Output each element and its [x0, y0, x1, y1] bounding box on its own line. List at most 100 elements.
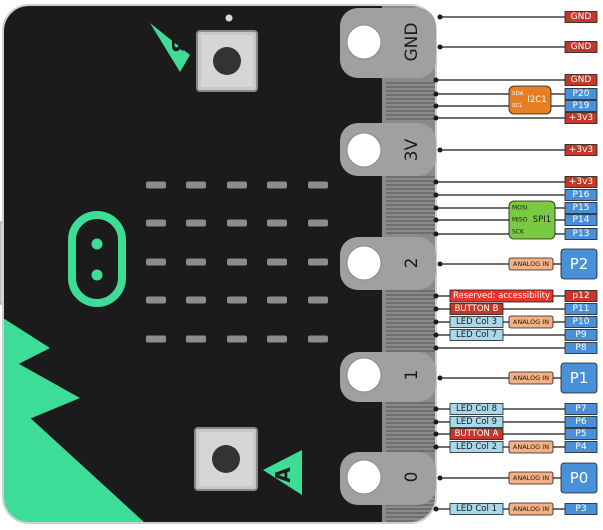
analog-in-tag-text: ANALOG IN	[513, 443, 549, 451]
connector-finger	[386, 98, 436, 100]
gnd-badge: GND	[564, 74, 598, 86]
p4-badge-text: P4	[575, 442, 586, 452]
leader-dot	[433, 293, 439, 299]
v33-badge-text: +3v3	[569, 113, 593, 123]
connector-finger	[386, 180, 436, 182]
p2-big-badge-text: P2	[570, 255, 589, 273]
p12-badge-text: p12	[572, 291, 589, 301]
pad-p0[interactable]: 0	[340, 452, 436, 505]
pad-p1-label: 1	[402, 370, 422, 381]
reserved-accessibility-label-text: Reserved: accessibility	[453, 291, 550, 301]
connector-finger	[386, 298, 436, 300]
p3-badge-text: P3	[575, 504, 586, 514]
gnd-badge: GND	[564, 11, 598, 23]
pin-labels: GNDGNDGNDP20P19+3v3+3v3+3v3P16P15P14P13p…	[449, 11, 598, 516]
led	[308, 219, 328, 227]
p4-badge: P4	[564, 441, 598, 453]
p20-badge-text: P20	[573, 89, 590, 99]
edge-pads: GND 3V 2 1 0	[340, 8, 436, 505]
connector-finger	[386, 434, 436, 436]
connector-finger	[386, 204, 436, 206]
v33-badge-text: +3v3	[569, 177, 593, 187]
leader-dot	[437, 261, 443, 267]
pad-p1[interactable]: 1	[340, 352, 436, 402]
pad-p2[interactable]: 2	[340, 237, 436, 290]
leader-dot	[433, 306, 439, 312]
p3-badge: P3	[564, 503, 598, 515]
led	[146, 181, 166, 189]
connector-finger	[386, 430, 436, 432]
pad-gnd[interactable]: GND	[340, 8, 436, 78]
connector-finger	[386, 338, 436, 340]
button-b-label-marker: B	[150, 23, 191, 72]
leader-dot	[433, 115, 439, 121]
connector-finger	[386, 110, 436, 112]
p0-big-badge-text: P0	[570, 469, 589, 487]
p14-badge: P14	[564, 214, 598, 226]
led	[227, 296, 247, 304]
led	[308, 258, 328, 266]
analog-in-tag: ANALOG IN	[508, 502, 554, 516]
led	[186, 335, 206, 343]
led	[267, 335, 287, 343]
v33-badge: +3v3	[564, 112, 598, 124]
p10-badge-text: P10	[573, 317, 590, 327]
leader-dot	[433, 205, 439, 211]
p19-badge: P19	[564, 100, 598, 112]
led	[146, 258, 166, 266]
spi-sck-label: SCK	[512, 229, 525, 236]
led-col-3-label: LED Col 3	[449, 316, 504, 328]
led-col-1-label-text: LED Col 1	[456, 504, 497, 514]
led-col-8-label: LED Col 8	[449, 403, 504, 415]
connector-finger	[386, 342, 436, 344]
analog-in-tag-text: ANALOG IN	[513, 374, 549, 382]
button-a-label-marker: A	[263, 450, 302, 495]
leader-dot	[437, 375, 443, 381]
p6-badge: P6	[564, 416, 598, 428]
p0-big-badge: P0	[560, 462, 598, 494]
connector-finger	[386, 192, 436, 194]
led-col-7-label: LED Col 7	[449, 329, 504, 341]
leader-dot	[433, 431, 439, 437]
connector-finger	[386, 216, 436, 218]
button-a-function-label: BUTTON A	[449, 428, 504, 440]
spi-miso-label: MISO	[512, 217, 528, 224]
led	[267, 219, 287, 227]
p15-badge: P15	[564, 202, 598, 214]
led	[186, 219, 206, 227]
analog-in-tag: ANALOG IN	[508, 371, 554, 385]
led	[308, 335, 328, 343]
button-a[interactable]	[194, 427, 258, 491]
pad-gnd-label: GND	[402, 23, 422, 62]
leader-dot	[433, 444, 439, 450]
p20-badge: P20	[564, 88, 598, 100]
leader-dot	[433, 231, 439, 237]
led	[146, 219, 166, 227]
connector-finger	[386, 302, 436, 304]
leader-dot	[433, 103, 439, 109]
p12-badge: p12	[564, 290, 598, 302]
leader-dot	[433, 419, 439, 425]
p13-badge: P13	[564, 228, 598, 240]
gnd-badge-text: GND	[571, 12, 592, 22]
connector-finger	[386, 516, 436, 518]
connector-finger	[386, 446, 436, 448]
led	[267, 296, 287, 304]
i2c-scl-label: SCL	[512, 103, 523, 109]
reserved-accessibility-label: Reserved: accessibility	[449, 289, 554, 303]
p9-badge-text: P9	[575, 330, 586, 340]
button-b[interactable]	[196, 30, 258, 92]
p1-big-badge-text: P1	[570, 369, 589, 387]
led-matrix	[146, 181, 328, 343]
p9-badge: P9	[564, 329, 598, 341]
leader-dot	[437, 147, 443, 153]
led	[186, 258, 206, 266]
p5-badge-text: P5	[575, 429, 586, 439]
connector-finger	[386, 106, 436, 108]
pad-3v[interactable]: 3V	[340, 123, 436, 176]
connector-finger	[386, 422, 436, 424]
led-col-1-label: LED Col 1	[449, 503, 504, 515]
connector-finger	[386, 346, 436, 348]
